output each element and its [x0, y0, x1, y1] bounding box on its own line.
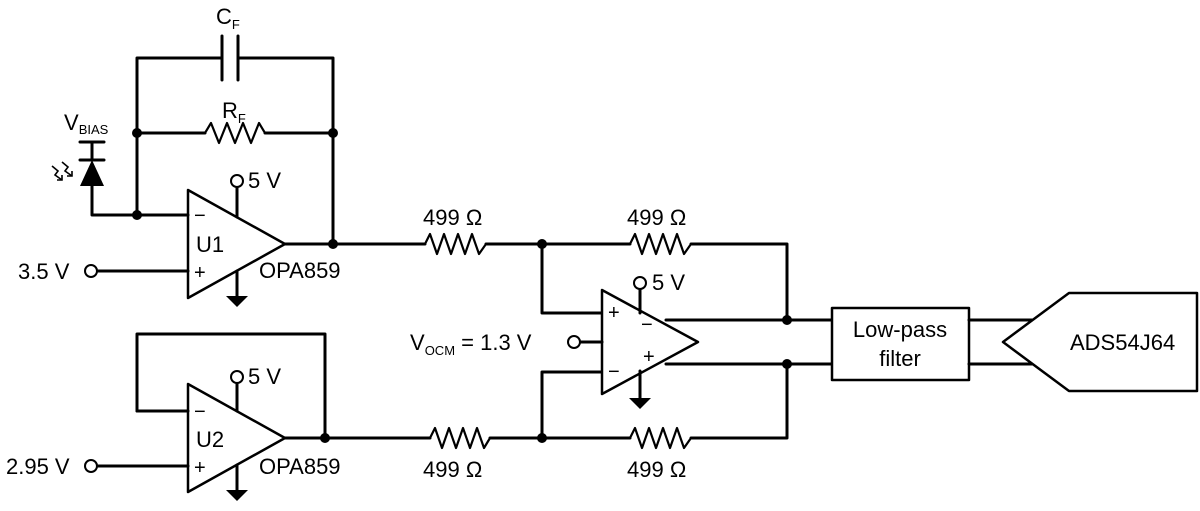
u2-minus-pin: − — [194, 401, 206, 423]
ground-icon — [226, 296, 248, 307]
junction-dot — [328, 239, 338, 249]
resistor-feedback-bottom — [629, 426, 692, 450]
fda-plus-in-pin: + — [608, 302, 620, 324]
resistor-feedback-top — [629, 232, 692, 256]
fda-minus-in-pin: − — [608, 361, 620, 383]
u2-part-label: OPA859 — [259, 454, 341, 479]
low-pass-filter-block: Low-pass filter — [830, 306, 1042, 382]
junction-dot — [132, 128, 142, 138]
u1-supply-terminal — [230, 174, 244, 188]
u1-supply-label: 5 V — [248, 168, 281, 193]
u2-follower-loop — [135, 332, 327, 440]
u2-input-label: 2.95 V — [6, 454, 70, 479]
resistor-rf — [204, 121, 266, 145]
diode-anode-wire — [90, 184, 139, 217]
u1-input-terminal — [84, 264, 98, 278]
cf-label: CF — [216, 4, 240, 32]
u1-feedback-network: CF RF — [132, 4, 338, 245]
cf-loop-wire — [135, 56, 224, 135]
fda-plus-out-pin: + — [643, 346, 655, 368]
ground-icon — [629, 398, 651, 409]
fda-minus-out-pin: − — [641, 314, 653, 336]
resistor-input-bottom-label: 499 Ω — [423, 457, 482, 482]
bottom-resistor-network: 499 Ω 499 Ω — [423, 362, 789, 482]
u1-input-label: 3.5 V — [18, 259, 70, 284]
resistor-input-bottom — [429, 426, 491, 450]
capacitor-cf — [220, 34, 240, 82]
u2-input-terminal — [84, 459, 98, 473]
junction-dot — [320, 433, 330, 443]
filter-label-line1: Low-pass — [853, 317, 947, 342]
u2-supply-label: 5 V — [248, 364, 281, 389]
resistor-feedback-bottom-label: 499 Ω — [627, 457, 686, 482]
opamp-u1: − + U1 OPA859 5 V 3.5 V — [18, 168, 427, 307]
adc-label: ADS54J64 — [1070, 330, 1175, 355]
opamp-u2: − + U2 OPA859 5 V 2.95 V — [6, 332, 432, 501]
fda-supply-terminal — [633, 276, 647, 290]
ground-icon — [226, 490, 248, 501]
low-pass-filter-box — [830, 306, 971, 382]
junction-dot — [328, 128, 338, 138]
u1-part-label: OPA859 — [259, 258, 341, 283]
vocm-terminal — [567, 335, 581, 349]
fda-plus-input-wire — [540, 242, 604, 315]
u2-supply-terminal — [230, 370, 244, 384]
photodiode: VBIAS — [51, 110, 142, 220]
junction-dot — [782, 315, 792, 325]
adc-ads54j64-shape — [1001, 291, 1199, 393]
fully-differential-amplifier: + − − + 5 V VOCM = 1.3 V — [410, 270, 834, 409]
u1-name-label: U1 — [196, 232, 224, 257]
vbias-label: VBIAS — [64, 110, 109, 137]
resistor-feedback-top-label: 499 Ω — [627, 205, 686, 230]
fda-minus-input-wire — [540, 370, 604, 440]
diode-triangle — [80, 160, 104, 186]
rf-label: RF — [222, 98, 246, 126]
vocm-label: VOCM = 1.3 V — [410, 330, 532, 358]
top-resistor-network: 499 Ω 499 Ω — [423, 205, 789, 322]
u2-plus-pin: + — [194, 457, 206, 479]
cf-loop-wire-right — [236, 56, 335, 135]
light-arrows-icon — [51, 161, 73, 181]
adc-block: ADS54J64 — [1001, 291, 1199, 393]
u1-minus-pin: − — [194, 205, 206, 227]
resistor-input-top — [424, 232, 487, 256]
fda-supply-label: 5 V — [652, 270, 685, 295]
u1-plus-pin: + — [194, 262, 206, 284]
u2-name-label: U2 — [196, 427, 224, 452]
filter-label-line2: filter — [879, 346, 921, 371]
junction-dot — [782, 359, 792, 369]
resistor-input-top-label: 499 Ω — [423, 205, 482, 230]
